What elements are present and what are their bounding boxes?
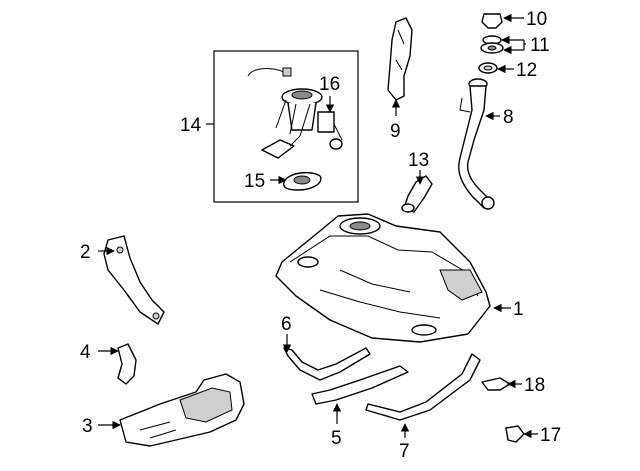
tank-bracket <box>103 235 165 325</box>
callout-8: 8 <box>503 107 514 128</box>
callout-1: 1 <box>513 299 524 320</box>
hose-clip <box>505 425 525 443</box>
callout-15: 15 <box>244 171 265 192</box>
heat-shield <box>119 373 245 447</box>
callout-10: 10 <box>526 9 547 30</box>
callout-4: 4 <box>80 342 91 363</box>
callout-13: 13 <box>408 150 429 171</box>
tank-clip <box>117 343 137 385</box>
callout-16: 16 <box>319 74 340 95</box>
callout-18: 18 <box>524 375 545 396</box>
callout-6: 6 <box>281 314 292 335</box>
heat-shield-strip <box>387 17 413 101</box>
pump-gasket <box>282 171 322 191</box>
tank-strap-6 <box>283 347 371 381</box>
filler-cap <box>481 13 503 29</box>
filler-hose <box>401 175 433 213</box>
filler-neck <box>458 78 495 210</box>
fuel-tank <box>275 213 491 343</box>
callout-9: 9 <box>390 121 401 142</box>
tank-strap-7 <box>365 353 481 421</box>
callout-12: 12 <box>516 60 537 81</box>
tank-strap-5 <box>311 365 409 405</box>
hose-bracket <box>481 377 511 391</box>
callout-3: 3 <box>82 416 93 437</box>
callout-2: 2 <box>80 242 91 263</box>
cap-gaskets <box>480 35 504 54</box>
fuel-pump-assembly <box>247 67 343 159</box>
callout-7: 7 <box>399 441 410 462</box>
callout-14: 14 <box>180 115 202 136</box>
callout-11: 11 <box>530 35 550 56</box>
callout-5: 5 <box>331 428 342 449</box>
filler-ring <box>478 62 498 74</box>
callout-17: 17 <box>540 425 561 446</box>
